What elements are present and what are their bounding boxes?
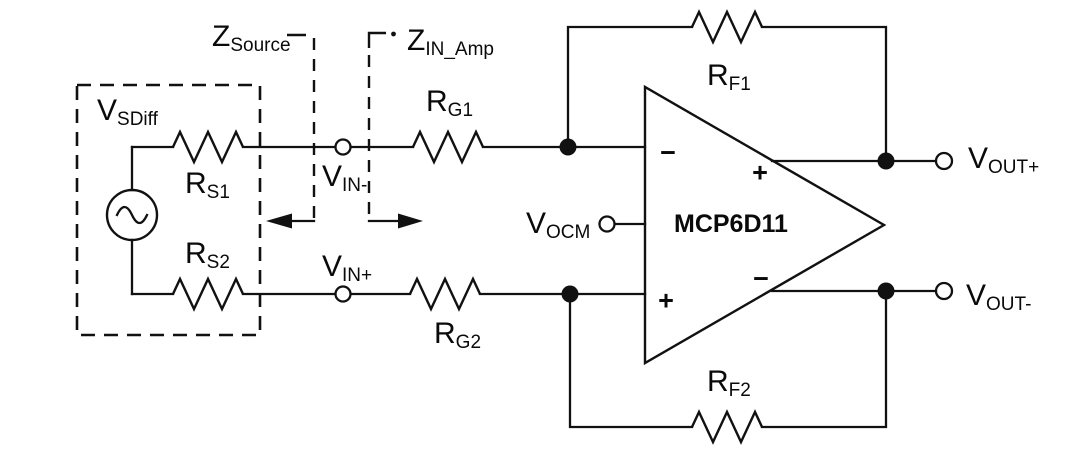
- opamp-part-number: MCP6D11: [674, 210, 788, 238]
- label-v-in-minus: VIN-: [322, 160, 368, 196]
- label-v-sdiff: VSDiff: [97, 94, 158, 130]
- label-z-source: ZSource: [212, 20, 291, 56]
- feedback-loop-top: [566, 25, 888, 163]
- resistor-rs2: [171, 276, 245, 312]
- resistor-rg2: [408, 276, 482, 312]
- terminal-vout-minus: [934, 281, 954, 301]
- junction-dot-out-minus: [877, 282, 895, 300]
- junction-dot-out-plus: [877, 152, 895, 170]
- opamp-input-plus-sign: +: [658, 285, 674, 316]
- resistor-rf2: [690, 409, 764, 445]
- label-r-g1: RG1: [426, 85, 474, 121]
- label-r-s1: RS1: [185, 167, 230, 203]
- resistor-rf1: [690, 9, 764, 45]
- label-v-out-plus: VOUT+: [968, 142, 1040, 178]
- label-r-f1: RF1: [707, 59, 751, 95]
- label-r-s2: RS2: [185, 237, 230, 273]
- zinamp-marker: [367, 31, 423, 229]
- label-v-out-minus: VOUT-: [966, 279, 1032, 315]
- zsource-marker: [266, 33, 316, 229]
- opamp-output-plus-sign: +: [752, 157, 768, 188]
- label-v-ocm: VOCM: [526, 207, 591, 243]
- junction-dot-in-plus: [561, 285, 579, 303]
- voltage-source-icon: [105, 145, 159, 296]
- terminal-vin-minus: [334, 138, 352, 156]
- feedback-loop-bottom: [568, 289, 888, 429]
- junction-dot-in-minus: [559, 138, 577, 156]
- label-z-in-amp: ZIN_Amp: [407, 24, 494, 60]
- right-arrow-icon: [398, 213, 423, 229]
- resistor-rs1: [171, 129, 245, 165]
- label-r-g2: RG2: [434, 317, 482, 353]
- opamp-output-minus-sign: −: [753, 263, 769, 294]
- left-arrow-icon: [266, 213, 292, 229]
- terminal-vocm: [598, 215, 616, 233]
- vsdiff-dashed-box: [75, 83, 262, 337]
- terminal-vout-plus: [934, 151, 954, 171]
- label-r-f2: RF2: [707, 365, 751, 401]
- output-wires: [770, 159, 938, 293]
- label-v-in-plus: VIN+: [322, 250, 373, 286]
- terminal-vin-plus: [334, 285, 352, 303]
- resistor-rg1: [411, 129, 485, 165]
- opamp-input-minus-sign: −: [660, 137, 676, 168]
